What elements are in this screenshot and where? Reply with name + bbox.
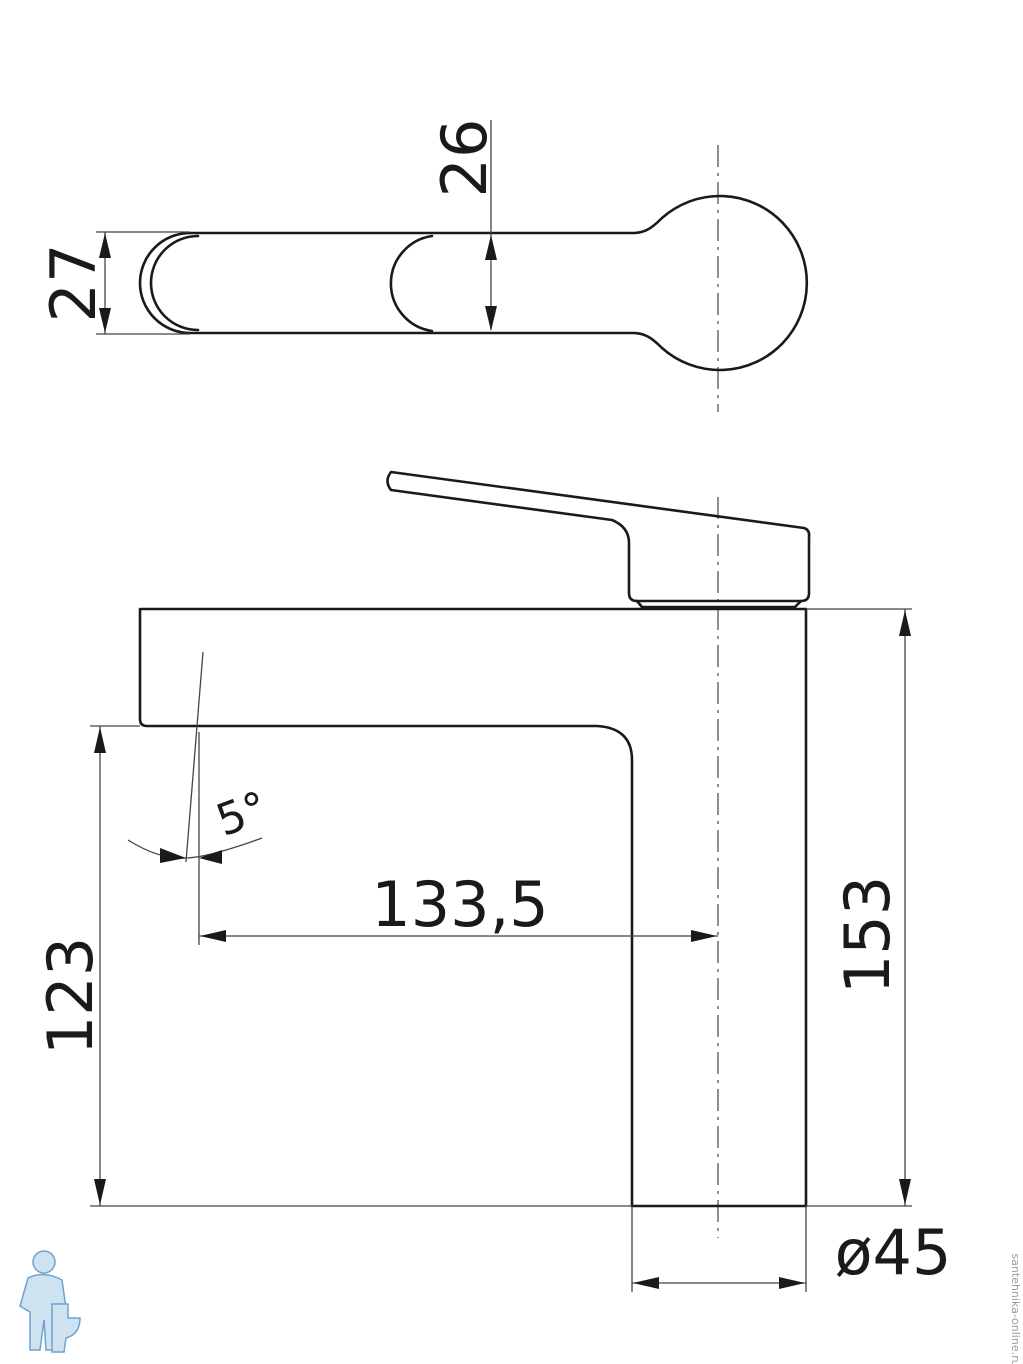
dim-26-arrow-top [485, 235, 497, 260]
dim-27-label: 27 [37, 244, 110, 323]
dim-123-label: 123 [34, 937, 107, 1055]
dim-angle-label: 5° [210, 782, 274, 847]
angle-arc [127, 837, 263, 859]
angle-arrow-right [199, 850, 222, 864]
angle-arrow-left [160, 848, 186, 863]
dim-153-arrow-top [899, 610, 911, 636]
top-view: 27 26 [37, 119, 809, 412]
handle-top-outline [138, 194, 809, 372]
lever-side-outline [386, 470, 811, 603]
dim-153-arrow-bottom [899, 1179, 911, 1205]
dim-reach-label: 133,5 [371, 868, 549, 941]
dim-153-label: 153 [831, 876, 904, 994]
handle-tip-inner [149, 234, 200, 332]
logo-head [32, 1250, 56, 1274]
dim-27-arrow-bottom [99, 308, 111, 333]
lever-base-cap [635, 599, 803, 609]
dim-26-arrow-bottom [485, 306, 497, 331]
watermark-text: santehnika-online.ru [1009, 1253, 1022, 1364]
dim-45-arrow-right [779, 1277, 805, 1289]
dim-reach-arrow-right [691, 930, 717, 942]
dim-45-label: ø45 [835, 1216, 952, 1289]
logo-toilet [51, 1303, 81, 1353]
handle-lever-recess [389, 234, 434, 333]
side-view: 5° 133,5 123 153 ø45 [34, 470, 952, 1292]
dim-45-arrow-left [633, 1277, 659, 1289]
dim-26-label: 26 [428, 119, 501, 198]
dim-reach-arrow-left [200, 930, 226, 942]
plumber-with-toilet-icon [19, 1250, 81, 1353]
spout-body-outline [138, 607, 808, 1208]
dim-123-arrow-bottom [94, 1179, 106, 1205]
angle-ref-slanted [185, 651, 204, 863]
dim-27-arrow-top [99, 233, 111, 258]
dim-123-arrow-top [94, 727, 106, 753]
